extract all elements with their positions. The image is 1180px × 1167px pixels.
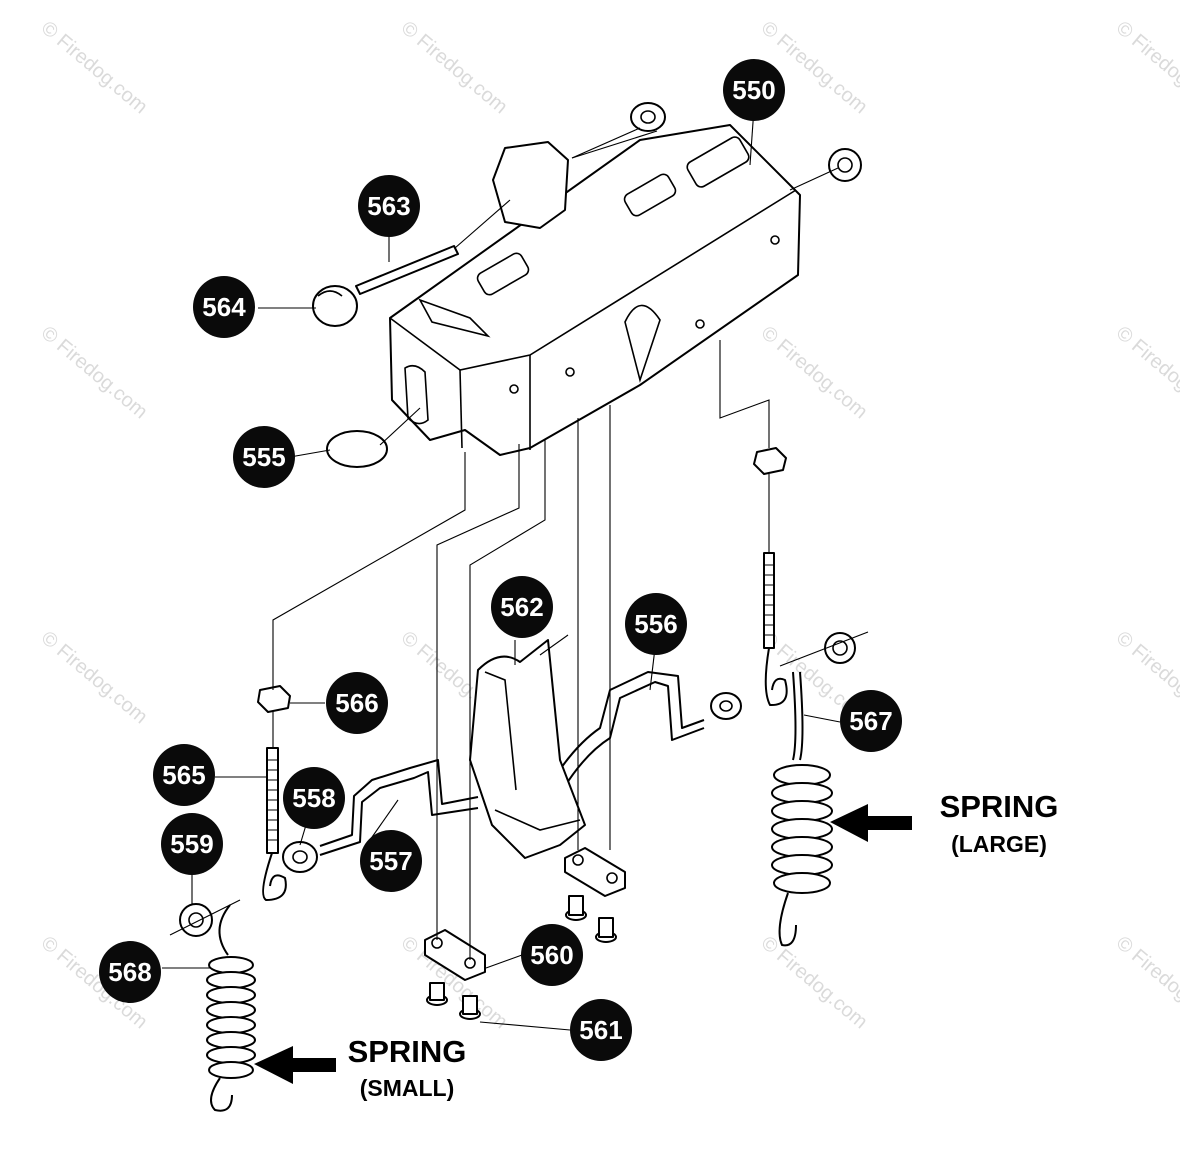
part-badge[interactable]: 550	[723, 59, 785, 121]
part-badge[interactable]: 556	[625, 593, 687, 655]
watermark: © Firedog.com	[397, 17, 512, 118]
watermark: © Firedog.com	[37, 627, 152, 728]
part-number: 556	[634, 609, 677, 639]
part-number: 566	[335, 688, 378, 718]
part-number: 565	[162, 760, 205, 790]
leader-lines	[162, 107, 841, 1031]
part-badge[interactable]: 555	[233, 426, 295, 488]
part-number: 564	[202, 292, 246, 322]
part-badge[interactable]: 568	[99, 941, 161, 1003]
part-badge[interactable]: 558	[283, 767, 345, 829]
part-badge[interactable]: 559	[161, 813, 223, 875]
callout-large-title: SPRING	[940, 789, 1059, 824]
watermark: © Firedog.com	[1112, 932, 1180, 1033]
part-number: 562	[500, 592, 543, 622]
part-badge[interactable]: 561	[570, 999, 632, 1061]
callout-large-subtitle: (LARGE)	[951, 831, 1047, 857]
part-number: 558	[292, 783, 335, 813]
part-badge[interactable]: 562	[491, 576, 553, 638]
part-badge[interactable]: 567	[840, 690, 902, 752]
watermark: © Firedog.com	[1112, 322, 1180, 423]
part-number: 550	[732, 75, 775, 105]
watermark: © Firedog.com	[757, 932, 872, 1033]
callout-small-title: SPRING	[348, 1034, 467, 1069]
part-number: 563	[367, 191, 410, 221]
part-number: 560	[530, 940, 573, 970]
callout-small: SPRING (SMALL)	[348, 1034, 467, 1101]
part-number: 559	[170, 829, 213, 859]
part-badge[interactable]: 566	[326, 672, 388, 734]
part-number: 568	[108, 957, 151, 987]
part-badge[interactable]: 565	[153, 744, 215, 806]
spring-small	[206, 904, 256, 1112]
watermark: © Firedog.com	[757, 322, 872, 423]
callout-small-subtitle: (SMALL)	[360, 1075, 455, 1101]
watermark: © Firedog.com	[37, 322, 152, 423]
small-spring-arrow	[254, 1046, 336, 1084]
rod-assembly	[319, 639, 705, 859]
large-spring-arrow	[830, 804, 912, 842]
callout-large: SPRING (LARGE)	[940, 789, 1059, 857]
part-badge[interactable]: 564	[193, 276, 255, 338]
bracket-assembly	[389, 124, 801, 456]
part-badge[interactable]: 557	[360, 830, 422, 892]
part-number: 561	[579, 1015, 622, 1045]
part-number: 557	[369, 846, 412, 876]
spring-large	[771, 671, 833, 947]
watermark: © Firedog.com	[37, 17, 152, 118]
watermark: © Firedog.com	[1112, 17, 1180, 118]
part-number: 555	[242, 442, 285, 472]
part-badge[interactable]: 563	[358, 175, 420, 237]
part-badge[interactable]: 560	[521, 924, 583, 986]
watermark: © Firedog.com	[1112, 627, 1180, 728]
part-number: 567	[849, 706, 892, 736]
